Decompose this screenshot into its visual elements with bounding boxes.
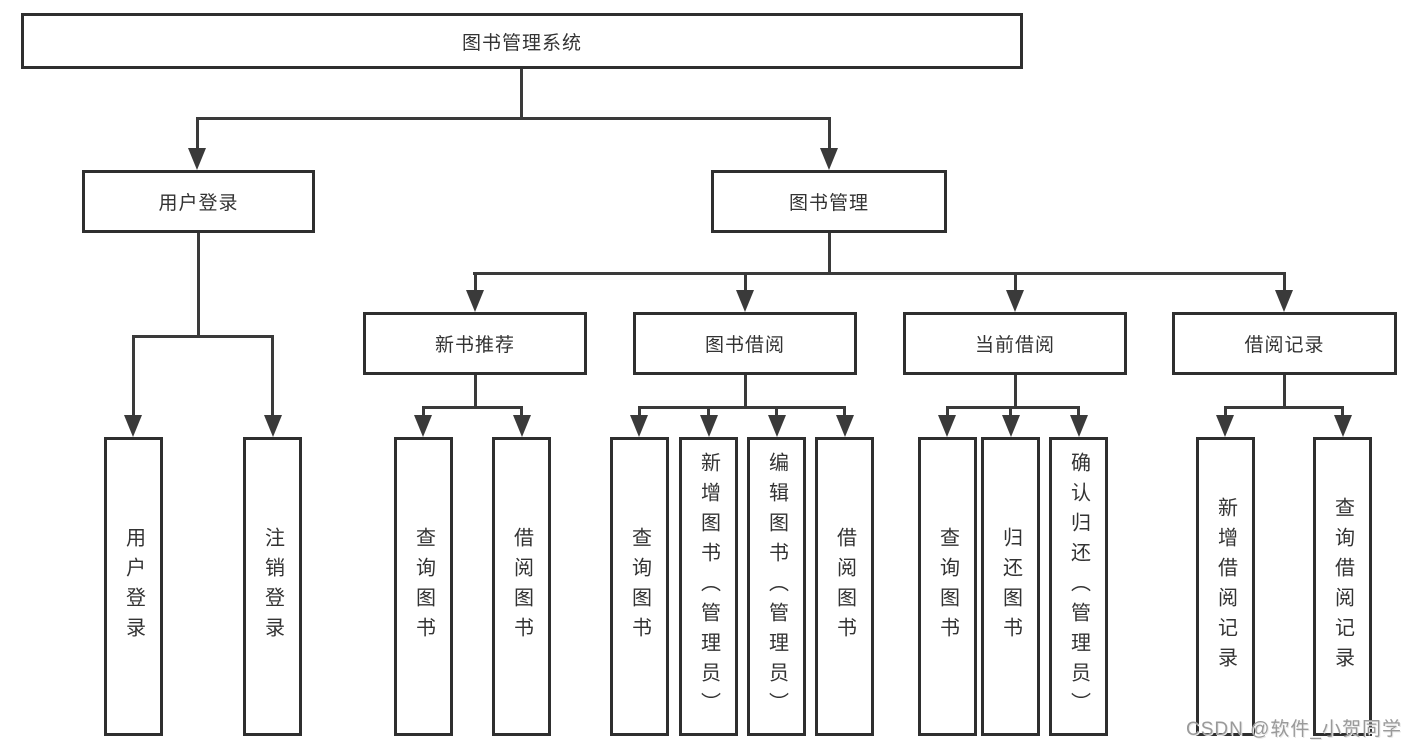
csdn-watermark: CSDN @软件_小贺同学 xyxy=(1186,719,1402,740)
leaf-edit-books-admin-label: 编辑图书（管理员） xyxy=(765,451,788,722)
connector-line xyxy=(1283,272,1286,290)
connector-line xyxy=(520,69,523,117)
connector-line xyxy=(638,406,641,415)
leaf-query-books-recommend: 查询图书 xyxy=(394,437,453,736)
node-borrowing-records: 借阅记录 xyxy=(1172,312,1397,375)
node-book-borrowing-label: 图书借阅 xyxy=(704,335,785,356)
node-book-management: 图书管理 xyxy=(711,170,947,233)
connector-line xyxy=(422,406,523,409)
connector-line xyxy=(707,406,710,415)
connector-line xyxy=(775,406,778,415)
leaf-add-books-admin: 新增图书（管理员） xyxy=(679,437,738,736)
arrow-down-icon xyxy=(938,415,956,437)
leaf-query-books-borrowing: 查询图书 xyxy=(610,437,669,736)
leaf-borrow-books-recommend: 借阅图书 xyxy=(492,437,551,736)
leaf-user-login: 用户登录 xyxy=(104,437,163,736)
node-new-book-recommend: 新书推荐 xyxy=(363,312,587,375)
arrow-down-icon xyxy=(836,415,854,437)
connector-line xyxy=(473,272,1286,275)
node-current-borrowing: 当前借阅 xyxy=(903,312,1127,375)
leaf-borrow-books-borrowing-label: 借阅图书 xyxy=(833,526,856,647)
connector-line xyxy=(946,406,949,415)
connector-line xyxy=(828,117,831,148)
node-current-borrowing-label: 当前借阅 xyxy=(974,335,1055,356)
leaf-query-books-current: 查询图书 xyxy=(918,437,977,736)
arrow-down-icon xyxy=(1216,415,1234,437)
connector-line xyxy=(744,375,747,406)
leaf-borrow-books-recommend-label: 借阅图书 xyxy=(510,526,533,647)
connector-line xyxy=(520,406,523,415)
leaf-user-login-label: 用户登录 xyxy=(122,526,145,647)
connector-line xyxy=(196,117,199,148)
arrow-down-icon xyxy=(513,415,531,437)
leaf-confirm-return-admin-label: 确认归还（管理员） xyxy=(1067,451,1090,722)
connector-line xyxy=(196,117,831,120)
connector-line xyxy=(828,233,831,272)
node-borrowing-records-label: 借阅记录 xyxy=(1244,335,1325,356)
connector-line xyxy=(843,406,846,415)
leaf-edit-books-admin: 编辑图书（管理员） xyxy=(747,437,806,736)
arrow-down-icon xyxy=(820,148,838,170)
leaf-query-books-recommend-label: 查询图书 xyxy=(412,526,435,647)
node-user-login: 用户登录 xyxy=(82,170,315,233)
connector-line xyxy=(1014,272,1017,290)
connector-line xyxy=(1077,406,1080,415)
arrow-down-icon xyxy=(1006,290,1024,312)
leaf-confirm-return-admin: 确认归还（管理员） xyxy=(1049,437,1108,736)
connector-line xyxy=(1009,406,1012,415)
connector-line xyxy=(946,406,1080,409)
arrow-down-icon xyxy=(466,290,484,312)
arrow-down-icon xyxy=(188,148,206,170)
connector-line xyxy=(1224,406,1227,415)
leaf-logout-label: 注销登录 xyxy=(261,526,284,647)
arrow-down-icon xyxy=(700,415,718,437)
connector-line xyxy=(474,375,477,406)
arrow-down-icon xyxy=(1070,415,1088,437)
connector-line xyxy=(422,406,425,415)
arrow-down-icon xyxy=(124,415,142,437)
leaf-add-borrow-record-label: 新增借阅记录 xyxy=(1214,496,1237,677)
connector-line xyxy=(1283,374,1286,406)
connector-line xyxy=(474,272,477,290)
arrow-down-icon xyxy=(736,290,754,312)
leaf-add-books-admin-label: 新增图书（管理员） xyxy=(697,451,720,722)
connector-line xyxy=(638,406,846,409)
node-book-borrowing: 图书借阅 xyxy=(633,312,857,375)
leaf-return-books-label: 归还图书 xyxy=(999,526,1022,647)
node-new-book-recommend-label: 新书推荐 xyxy=(434,335,515,356)
node-root-label: 图书管理系统 xyxy=(461,32,582,54)
leaf-query-borrow-record-label: 查询借阅记录 xyxy=(1331,496,1354,677)
connector-line xyxy=(744,272,747,290)
connector-line xyxy=(271,335,274,415)
arrow-down-icon xyxy=(414,415,432,437)
leaf-query-books-borrowing-label: 查询图书 xyxy=(628,526,651,647)
arrow-down-icon xyxy=(768,415,786,437)
node-user-login-label: 用户登录 xyxy=(158,193,239,214)
arrow-down-icon xyxy=(1334,415,1352,437)
arrow-down-icon xyxy=(264,415,282,437)
leaf-borrow-books-borrowing: 借阅图书 xyxy=(815,437,874,736)
node-book-management-label: 图书管理 xyxy=(788,193,869,214)
connector-line xyxy=(132,335,274,338)
leaf-return-books: 归还图书 xyxy=(981,437,1040,736)
connector-line xyxy=(132,335,135,415)
arrow-down-icon xyxy=(630,415,648,437)
connector-line xyxy=(1341,406,1344,415)
connector-line xyxy=(1014,375,1017,406)
node-root: 图书管理系统 xyxy=(21,13,1023,69)
connector-line xyxy=(1224,406,1344,409)
connector-line xyxy=(197,233,200,335)
leaf-add-borrow-record: 新增借阅记录 xyxy=(1196,437,1255,736)
leaf-query-borrow-record: 查询借阅记录 xyxy=(1313,437,1372,736)
arrow-down-icon xyxy=(1275,290,1293,312)
leaf-logout: 注销登录 xyxy=(243,437,302,736)
arrow-down-icon xyxy=(1002,415,1020,437)
leaf-query-books-current-label: 查询图书 xyxy=(936,526,959,647)
